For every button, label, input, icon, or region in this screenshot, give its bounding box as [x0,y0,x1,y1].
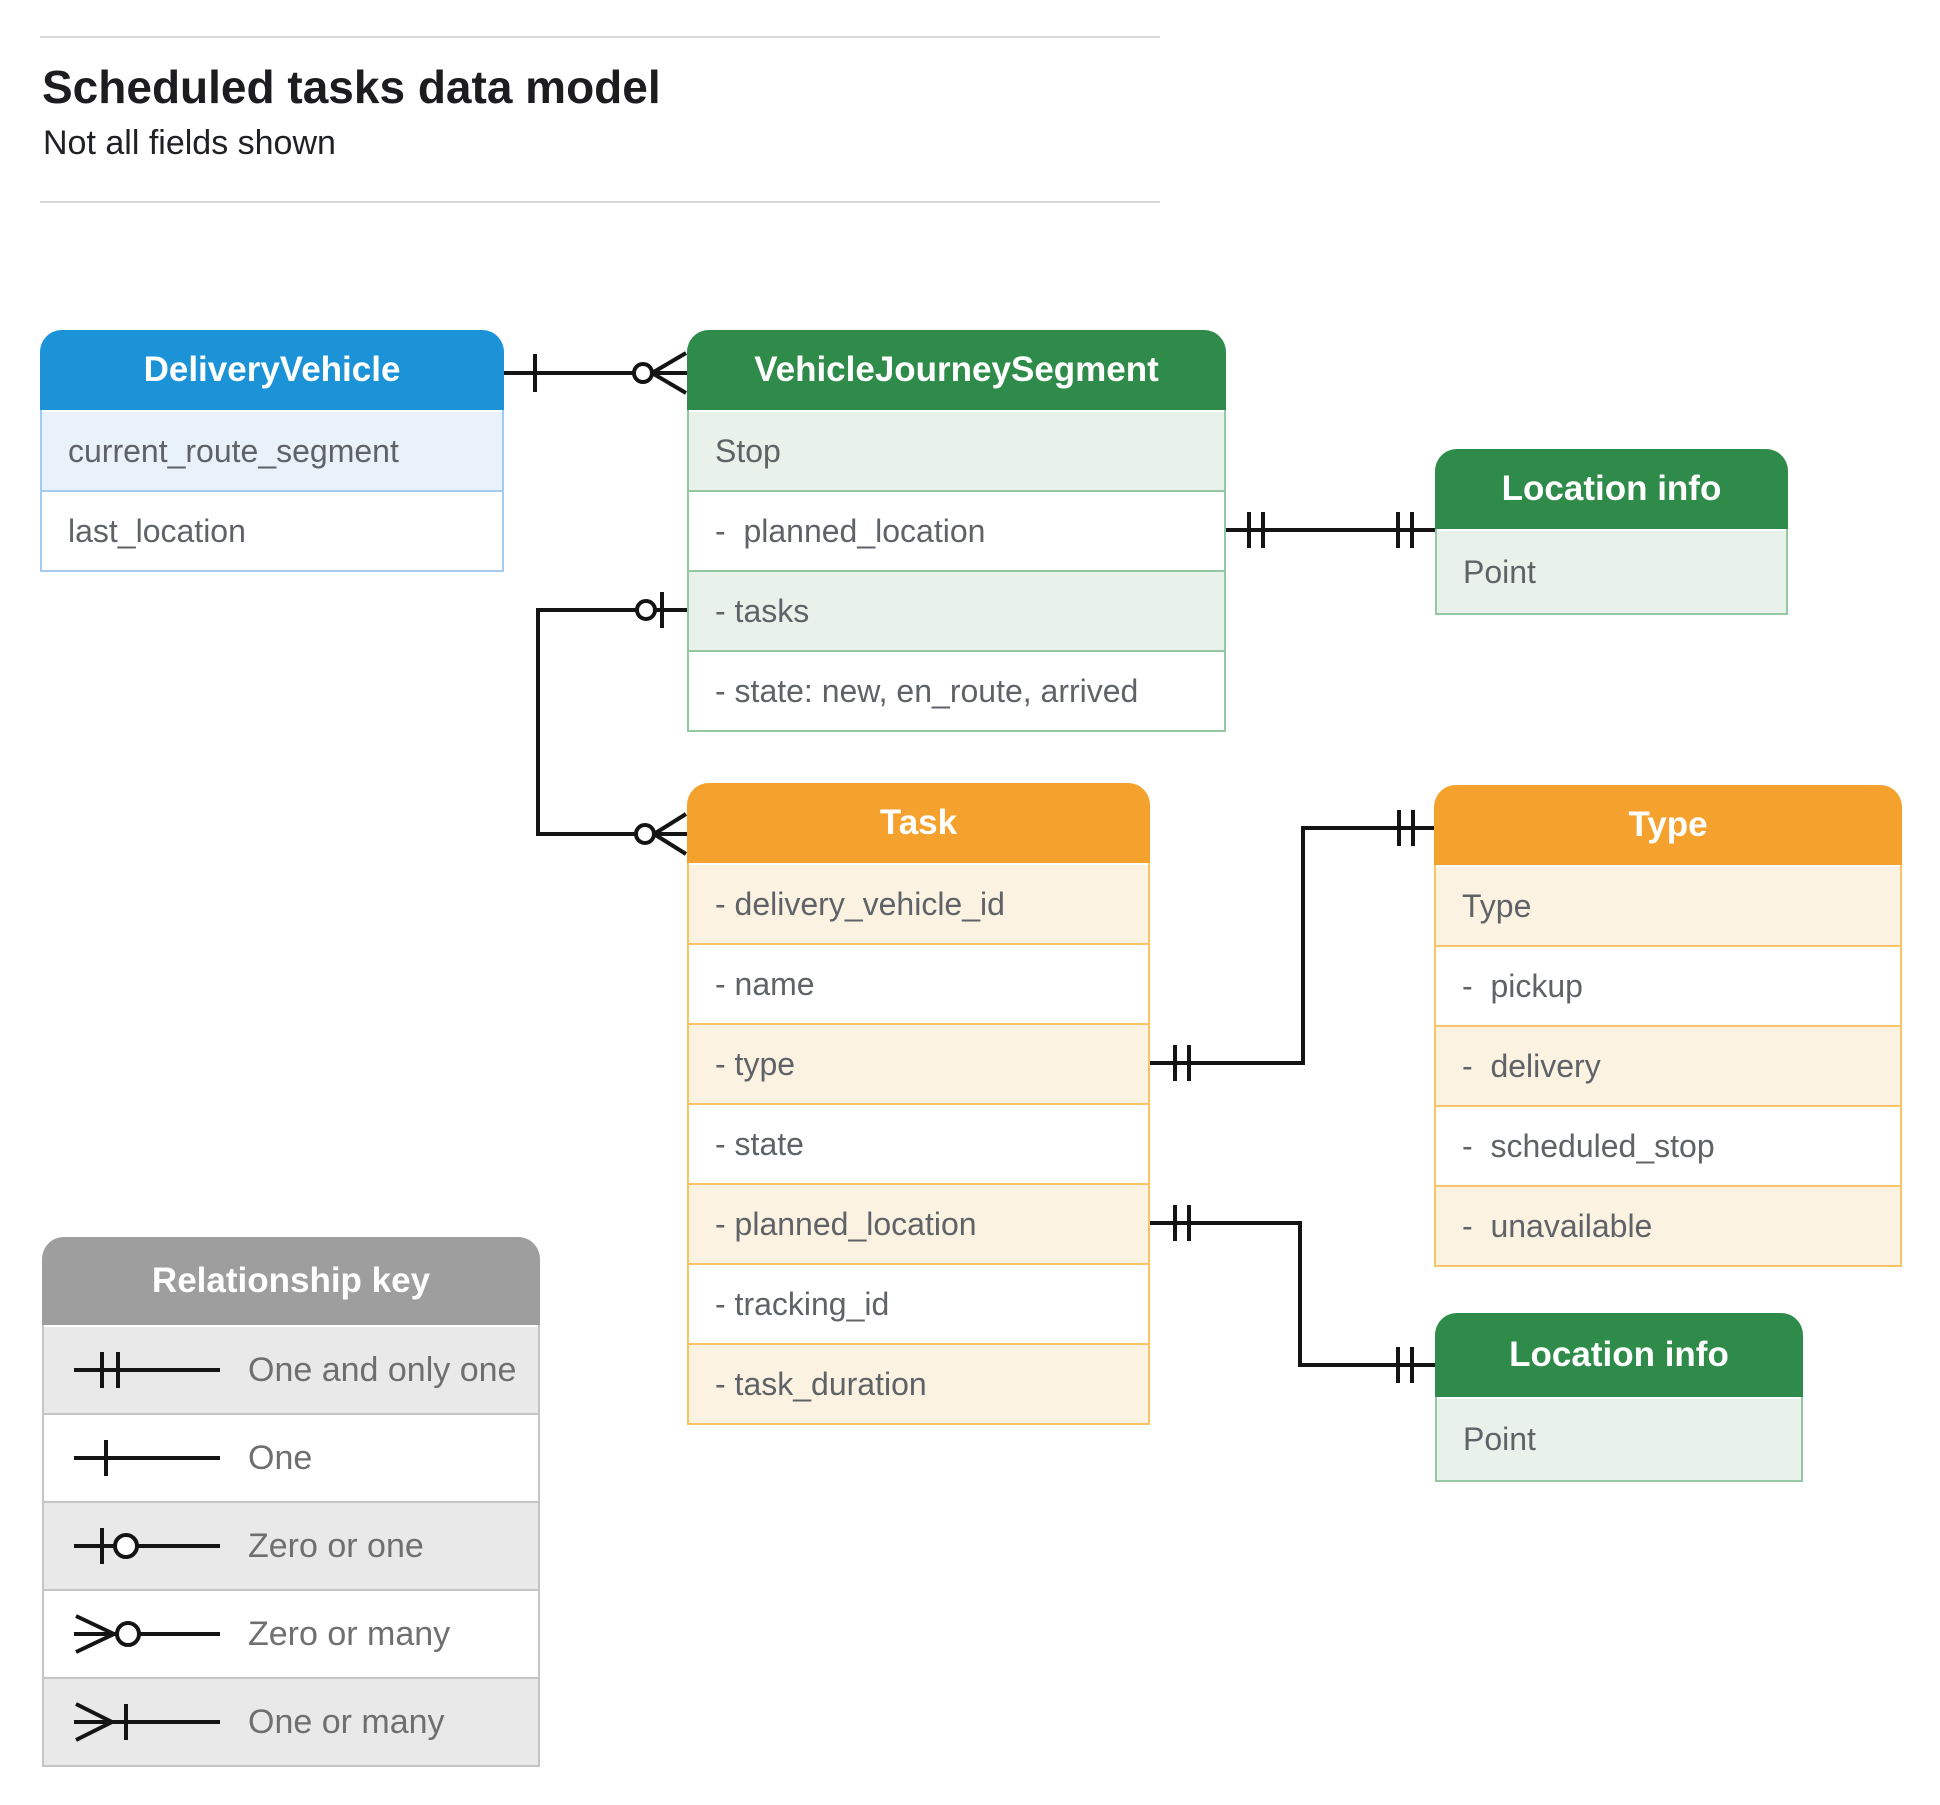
legend-row: One or many [44,1677,538,1765]
legend-label: Zero or one [248,1526,424,1565]
legend-label: One and only one [248,1350,517,1389]
page-title: Scheduled tasks data model [42,61,661,113]
entity-delivery-vehicle: DeliveryVehicle current_route_segment la… [40,330,504,572]
zero-circle-icon [635,599,657,621]
top-rule [40,36,1160,38]
field-row: - planned_location [689,1183,1148,1263]
entity-body: current_route_segment last_location [40,410,504,572]
field-row: - scheduled_stop [1436,1105,1900,1185]
field-row: Point [1437,529,1786,613]
one-and-only-one-ticks-icon [1397,810,1415,846]
one-symbol-icon [74,1440,220,1476]
entity-vehicle-journey-segment: VehicleJourneySegment Stop - planned_loc… [687,330,1226,732]
zero-circle-icon [634,823,656,845]
connector-task-locationinfo-bottom [1150,1205,1435,1383]
connector-task-type [1150,810,1434,1081]
connector-deliveryvehicle-vehiclejourneysegment [504,351,688,395]
field-row: - tasks [689,570,1224,650]
one-and-only-one-ticks-icon [1396,512,1414,548]
entity-task: Task - delivery_vehicle_id - name - type… [687,783,1150,1425]
field-row: Stop [689,410,1224,490]
one-and-only-one-ticks-icon [1173,1205,1191,1241]
field-row: - task_duration [689,1343,1148,1423]
legend-row: Zero or many [44,1589,538,1677]
one-and-only-one-ticks-icon [1247,512,1265,548]
relationship-key: Relationship key One and only one One [42,1237,540,1767]
field-row: - delivery [1436,1025,1900,1105]
field-row: Point [1437,1397,1801,1480]
entity-body: Point [1435,1397,1803,1482]
legend-body: One and only one One Zero or one [42,1325,540,1767]
connector-vjs-locationinfo-top [1226,512,1435,548]
entity-body: Type - pickup - delivery - scheduled_sto… [1434,865,1902,1267]
entity-location-info-top: Location info Point [1435,449,1788,615]
entity-header: DeliveryVehicle [40,330,504,410]
one-or-many-symbol-icon [74,1702,220,1742]
entity-header: Task [687,783,1150,863]
entity-type: Type Type - pickup - delivery - schedule… [1434,785,1902,1267]
entity-header: Location info [1435,1313,1803,1397]
connector-vjs-tasks-task [536,592,688,856]
legend-row: One and only one [44,1325,538,1413]
field-row: - state [689,1103,1148,1183]
legend-row: One [44,1413,538,1501]
zero-or-one-symbol-icon [74,1528,220,1564]
field-row: last_location [42,490,502,570]
legend-header: Relationship key [42,1237,540,1325]
field-row: - type [689,1023,1148,1103]
field-row: - state: new, en_route, arrived [689,650,1224,730]
entity-body: Stop - planned_location - tasks - state:… [687,410,1226,732]
one-and-only-one-ticks-icon [1173,1045,1191,1081]
legend-row: Zero or one [44,1501,538,1589]
field-row: - unavailable [1436,1185,1900,1265]
entity-body: - delivery_vehicle_id - name - type - st… [687,863,1150,1425]
legend-label: One [248,1438,313,1477]
field-row: current_route_segment [42,410,502,490]
page-subtitle: Not all fields shown [43,124,336,162]
field-row: - planned_location [689,490,1224,570]
entity-location-info-bottom: Location info Point [1435,1313,1803,1482]
one-and-only-one-symbol-icon [74,1352,220,1388]
legend-label: One or many [248,1702,445,1741]
crow-foot-icon [650,351,688,395]
subtitle-rule [40,201,1160,203]
legend-label: Zero or many [248,1614,451,1653]
entity-header: Type [1434,785,1902,865]
one-and-only-one-ticks-icon [1396,1347,1414,1383]
entity-header: VehicleJourneySegment [687,330,1226,410]
entity-body: Point [1435,529,1788,615]
entity-header: Location info [1435,449,1788,529]
field-row: - name [689,943,1148,1023]
field-row: - pickup [1436,945,1900,1025]
field-row: Type [1436,865,1900,945]
zero-circle-icon [632,362,654,384]
field-row: - tracking_id [689,1263,1148,1343]
crow-foot-icon [652,812,688,856]
zero-or-many-symbol-icon [74,1614,220,1654]
field-row: - delivery_vehicle_id [689,863,1148,943]
